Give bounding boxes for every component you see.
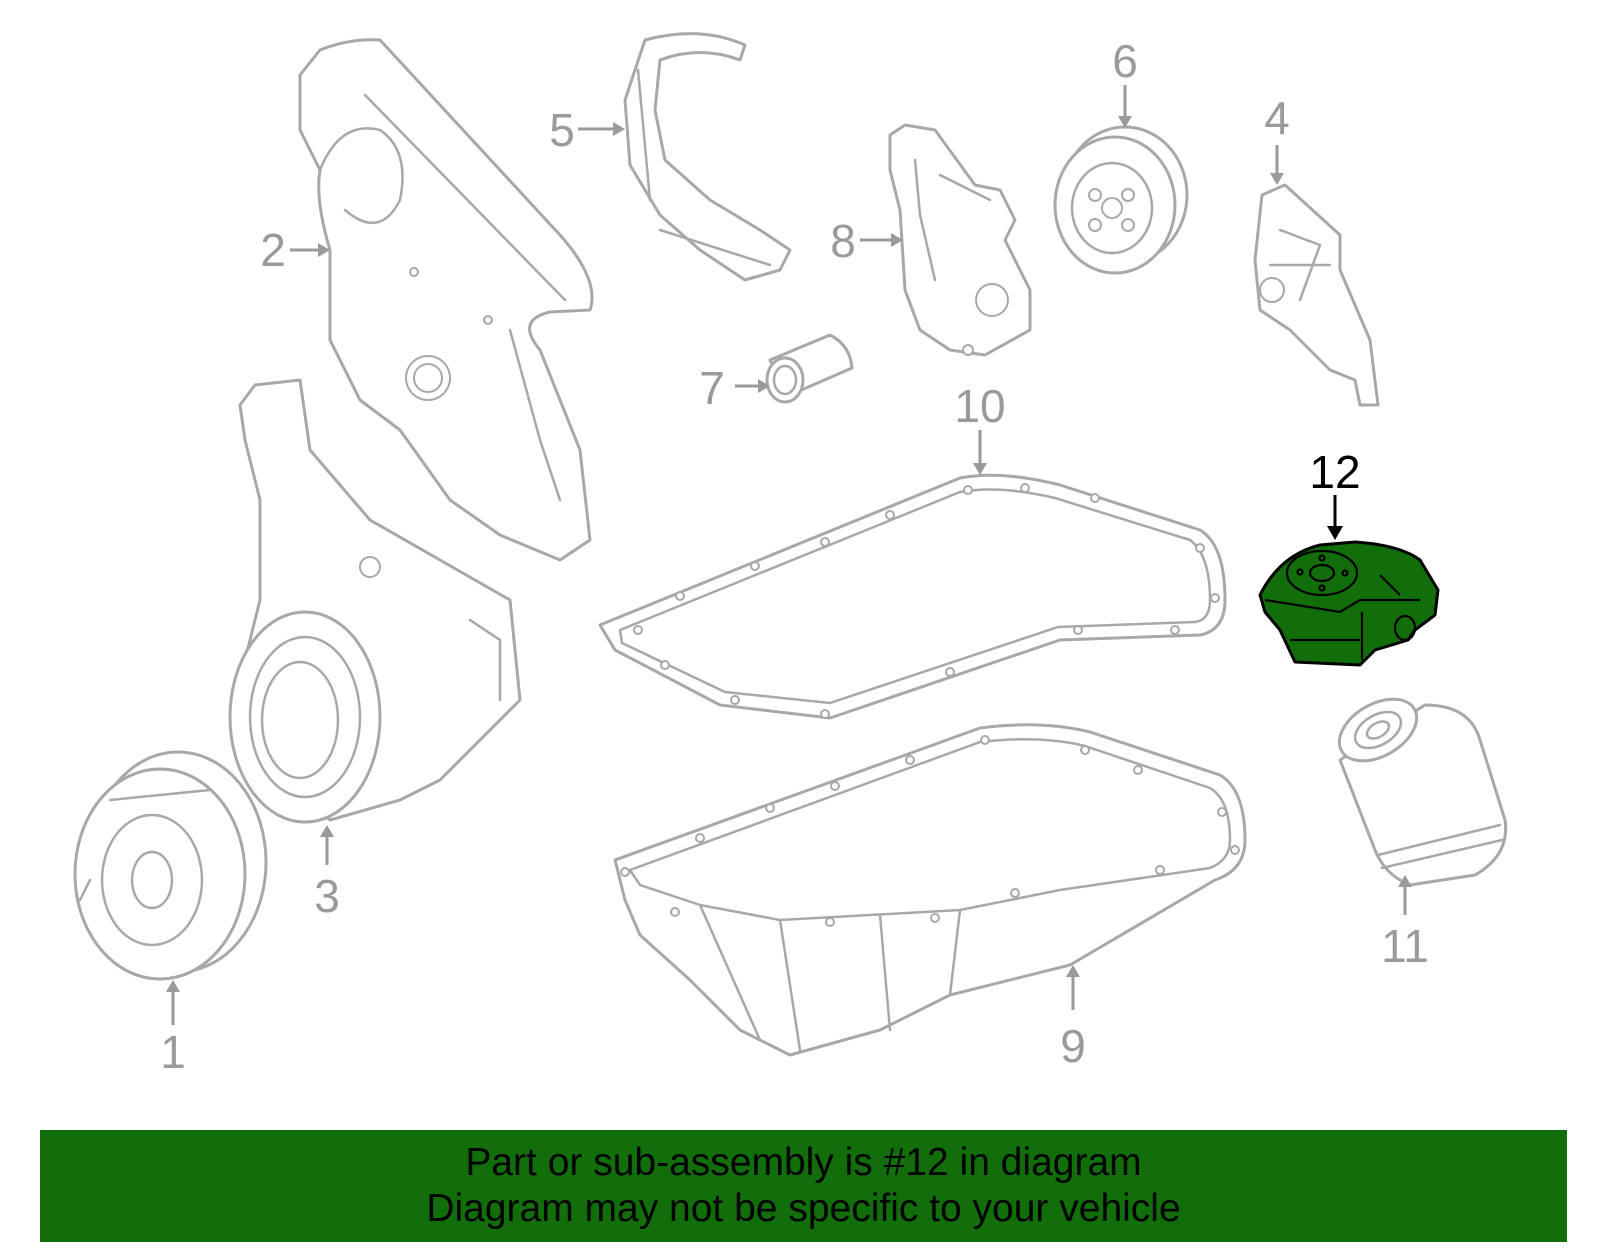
banner-line-2: Diagram may not be specific to your vehi… — [426, 1187, 1181, 1230]
part-6-idler-pulley[interactable] — [1053, 125, 1189, 275]
callout-5: 5 — [549, 104, 575, 156]
part-11-oil-filter[interactable] — [1329, 686, 1508, 887]
callout-11: 11 — [1381, 920, 1429, 972]
part-5-timing-belt[interactable] — [623, 32, 792, 282]
callout-1: 1 — [160, 1026, 186, 1078]
callout-10: 10 — [954, 380, 1005, 432]
callout-4: 4 — [1264, 92, 1290, 144]
part-2-timing-cover[interactable] — [298, 38, 594, 562]
part-4-bracket[interactable] — [1253, 183, 1380, 407]
callout-7: 7 — [699, 362, 725, 414]
part-12-oil-cooler[interactable] — [1258, 540, 1440, 667]
callout-6: 6 — [1112, 35, 1138, 87]
part-1-crank-pulley[interactable] — [73, 750, 268, 981]
callout-9: 9 — [1060, 1020, 1086, 1072]
callout-12: 12 — [1309, 446, 1360, 498]
callout-3: 3 — [314, 870, 340, 922]
callout-2: 2 — [260, 224, 286, 276]
notice-banner: Part or sub-assembly is #12 in diagram D… — [40, 1130, 1567, 1242]
callout-8: 8 — [830, 215, 856, 267]
part-7-seal[interactable] — [765, 333, 854, 404]
part-10-oil-pan-gasket[interactable] — [598, 473, 1227, 720]
part-8-tensioner[interactable] — [888, 123, 1032, 357]
part-9-oil-pan[interactable] — [613, 723, 1247, 1057]
callout-numbers: 1 2 3 4 5 6 7 8 9 10 12 11 — [160, 35, 1429, 1078]
banner-line-1: Part or sub-assembly is #12 in diagram — [465, 1141, 1142, 1184]
part-3-lower-cover[interactable] — [228, 378, 522, 824]
callout-arrows — [166, 85, 1412, 1025]
